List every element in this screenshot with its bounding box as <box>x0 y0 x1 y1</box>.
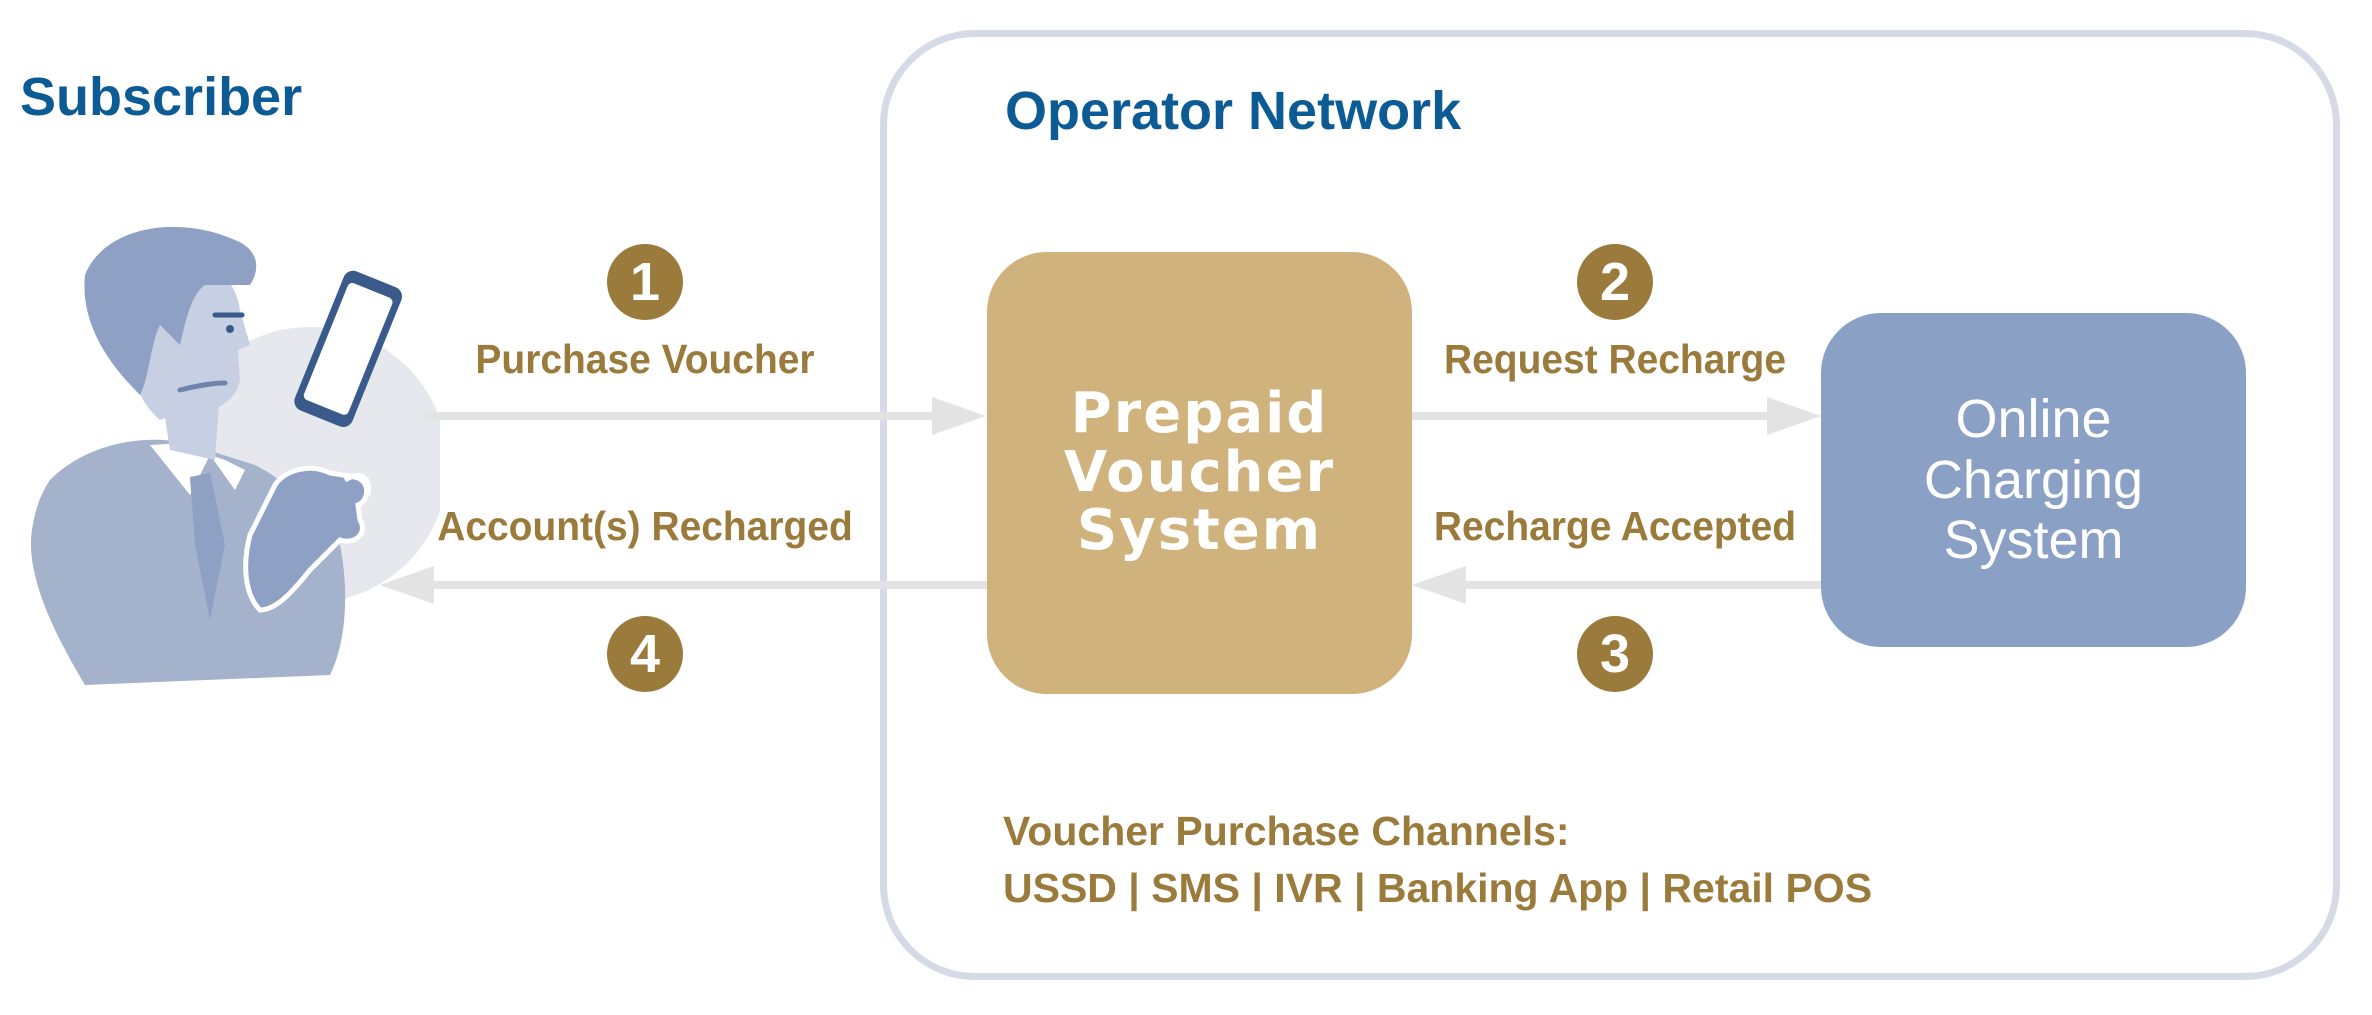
person-with-phone-icon <box>30 226 440 685</box>
operator-network-panel <box>880 30 2340 980</box>
arrow-request-recharge <box>1412 412 1772 420</box>
arrowhead-right-icon <box>932 397 986 435</box>
step-badge-3: 3 <box>1577 616 1653 692</box>
step-label-purchase-voucher: Purchase Voucher <box>475 336 815 382</box>
prepaid-voucher-system-label: Prepaid Voucher System <box>1063 380 1336 564</box>
subscriber-heading: Subscriber <box>20 67 303 127</box>
step-label-request-recharge: Request Recharge <box>1443 336 1786 382</box>
online-charging-system-label: Online Charging System <box>1923 389 2144 571</box>
arrow-recharge-accepted <box>1466 581 1821 589</box>
step-badge-1: 1 <box>607 244 683 320</box>
channels-list: USSD | SMS | IVR | Banking App | Retail … <box>1003 865 1873 911</box>
arrowhead-right-icon <box>1767 397 1821 435</box>
arrow-purchase-voucher <box>425 412 937 420</box>
channels-title: Voucher Purchase Channels: <box>1003 808 1570 854</box>
prepaid-voucher-system-box: Prepaid Voucher System <box>987 252 1412 694</box>
step-label-recharge-accepted: Recharge Accepted <box>1433 503 1797 549</box>
operator-network-heading: Operator Network <box>1005 81 1462 141</box>
arrowhead-left-icon <box>380 566 434 604</box>
online-charging-system-box: Online Charging System <box>1821 313 2246 647</box>
step-badge-2: 2 <box>1577 244 1653 320</box>
arrowhead-left-icon <box>1412 566 1466 604</box>
step-badge-4: 4 <box>607 616 683 692</box>
arrow-accounts-recharged <box>430 581 987 589</box>
step-label-accounts-recharged: Account(s) Recharged <box>437 503 853 549</box>
